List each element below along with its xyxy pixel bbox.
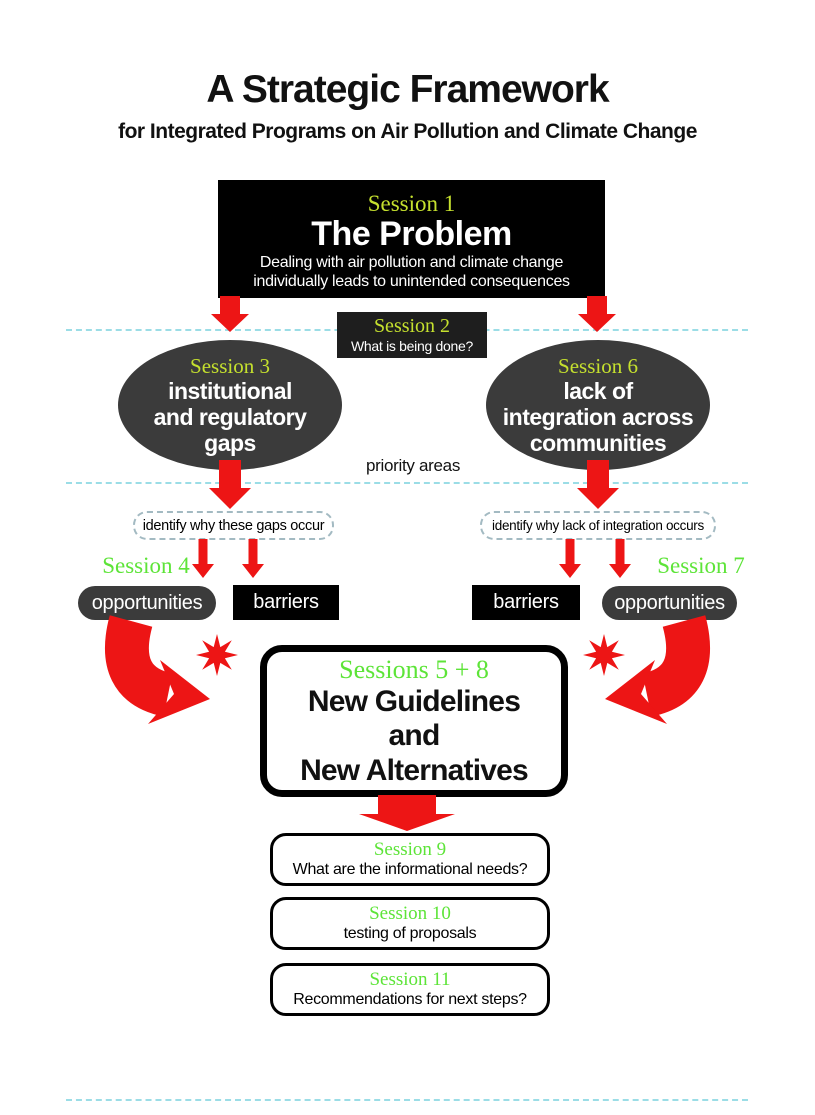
starburst-icon-left [196, 634, 238, 676]
starburst-icon-right [583, 634, 625, 676]
session9-box: Session 9 What are the informational nee… [270, 833, 550, 886]
session3-label: Session 3 [190, 353, 270, 378]
session1-problem-box: Session 1 The Problem Dealing with air p… [218, 180, 605, 298]
small-arrow-left-2 [242, 539, 264, 578]
session10-box: Session 10 testing of proposals [270, 897, 550, 950]
problem-title: The Problem [311, 215, 512, 254]
session9-label: Session 9 [373, 839, 447, 861]
priority-areas-label: priority areas [365, 456, 461, 475]
session9-text: What are the informational needs? [292, 861, 528, 879]
session3-text-line1: institutional [168, 378, 292, 405]
sessions-5-8-label: Sessions 5 + 8 [339, 654, 489, 684]
page-subtitle: for Integrated Programs on Air Pollution… [118, 120, 697, 143]
curved-arrow-right [605, 615, 710, 724]
page-title: A Strategic Framework [206, 68, 609, 111]
dashed-guide-line-middle [66, 482, 748, 484]
guidelines-line1: New Guidelines [307, 684, 521, 718]
problem-desc-line2: individually leads to unintended consequ… [253, 273, 570, 291]
left-gaps-note: identify why these gaps occur [133, 511, 334, 540]
session6-label: Session 6 [558, 353, 638, 378]
session10-label: Session 10 [369, 903, 451, 925]
curved-arrow-left [105, 615, 210, 724]
session6-ellipse: Session 6 lack of integration across com… [486, 340, 710, 470]
left-gaps-note-text: identify why these gaps occur [142, 517, 325, 534]
session6-text-line1: lack of [563, 378, 633, 405]
session3-ellipse: Session 3 institutional and regulatory g… [118, 340, 342, 470]
session6-text-line3: communities [529, 430, 667, 457]
session7-label: Session 7 [657, 553, 745, 578]
right-opportunities-pill: opportunities [602, 586, 737, 620]
session11-label: Session 11 [369, 969, 451, 991]
left-barriers-text: barriers [253, 591, 319, 613]
guidelines-line2: and [388, 719, 441, 753]
session10-text: testing of proposals [343, 925, 477, 943]
right-integration-note: identify why lack of integration occurs [480, 511, 716, 540]
session2-label: Session 2 [373, 315, 451, 337]
down-arrow-to-session9 [359, 795, 455, 831]
left-opportunities-text: opportunities [91, 591, 203, 614]
session3-text-line3: gaps [204, 430, 256, 457]
small-arrow-right-1 [559, 539, 581, 578]
sessions-5-8-box: Sessions 5 + 8 New Guidelines and New Al… [260, 645, 568, 797]
left-opportunities-pill: opportunities [78, 586, 216, 620]
down-arrow-problem-left [211, 296, 249, 332]
session2-question: What is being done? [351, 338, 473, 354]
right-barriers-box: barriers [472, 585, 580, 620]
session6-text-line2: integration across [502, 404, 694, 431]
small-arrow-right-2 [609, 539, 631, 578]
session11-text: Recommendations for next steps? [293, 991, 527, 1009]
guidelines-line3: New Alternatives [300, 753, 529, 787]
problem-desc-line1: Dealing with air pollution and climate c… [259, 254, 564, 272]
session4-label: Session 4 [102, 553, 190, 578]
left-barriers-box: barriers [233, 585, 339, 620]
session11-box: Session 11 Recommendations for next step… [270, 963, 550, 1016]
down-arrow-problem-right [578, 296, 616, 332]
dashed-guide-line-bottom [66, 1099, 748, 1101]
right-opportunities-text: opportunities [614, 591, 725, 614]
session2-box: Session 2 What is being done? [337, 312, 487, 358]
right-barriers-text: barriers [493, 591, 559, 613]
session3-text-line2: and regulatory [153, 404, 307, 431]
session1-label: Session 1 [367, 191, 456, 217]
right-integration-note-text: identify why lack of integration occurs [492, 518, 704, 533]
